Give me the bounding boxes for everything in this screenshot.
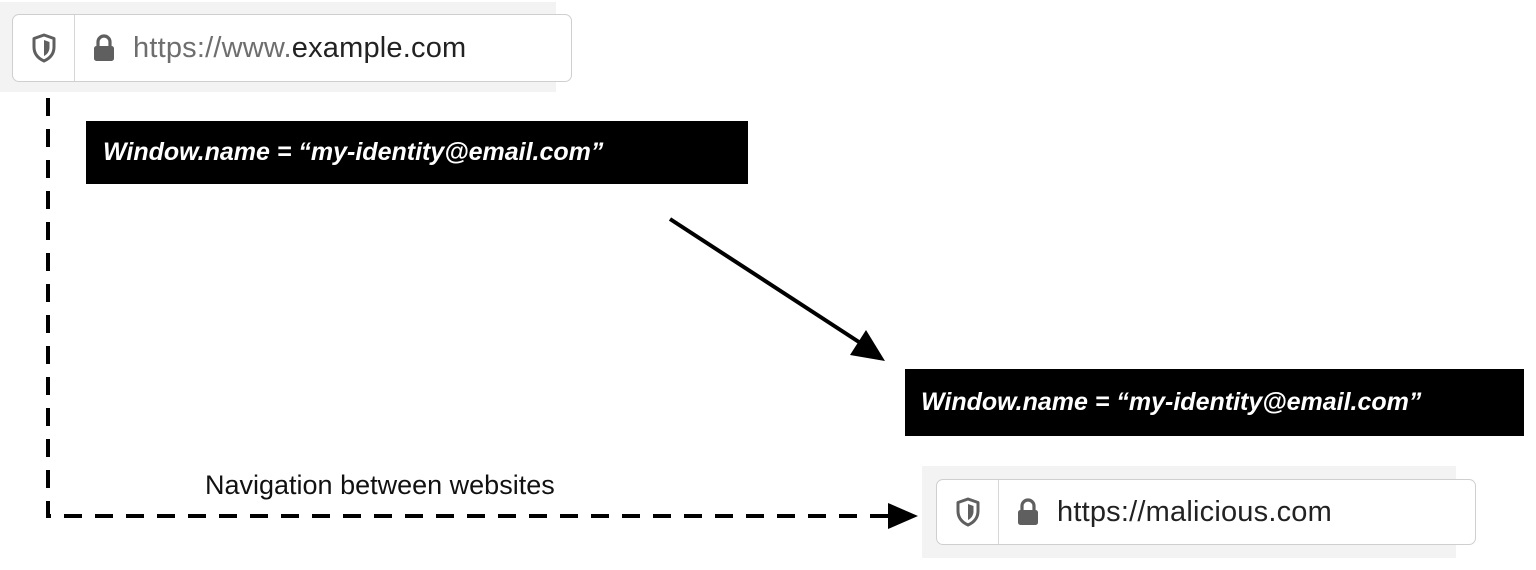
target-window-name-text: Window.name = “my-identity@email.com” — [921, 388, 1422, 416]
shield-icon[interactable] — [13, 15, 75, 81]
target-url[interactable]: https://malicious.com — [1057, 496, 1332, 529]
window-name-transfer-arrowhead — [850, 330, 885, 361]
source-window-name-box: Window.name = “my-identity@email.com” — [86, 121, 748, 184]
source-url-bar[interactable]: https://www.example.com — [12, 14, 572, 82]
navigation-arrowhead — [888, 503, 918, 529]
lock-icon — [75, 15, 133, 81]
source-window-name-text: Window.name = “my-identity@email.com” — [103, 138, 604, 166]
source-url[interactable]: https://www.example.com — [133, 32, 466, 65]
shield-icon[interactable] — [937, 480, 999, 544]
target-window-name-box: Window.name = “my-identity@email.com” — [905, 369, 1524, 436]
source-url-prefix: https://www. — [133, 31, 292, 64]
source-browser-toolbar: https://www.example.com — [0, 2, 572, 92]
window-name-transfer-arrow — [668, 217, 864, 346]
source-url-domain: example.com — [291, 31, 467, 64]
navigation-dashed-line — [46, 98, 892, 518]
target-browser-toolbar: https://malicious.com — [922, 466, 1476, 558]
target-url-bar[interactable]: https://malicious.com — [936, 479, 1476, 545]
navigation-caption: Navigation between websites — [205, 470, 555, 500]
lock-icon — [999, 480, 1057, 544]
target-url-prefix: https:// — [1057, 495, 1146, 528]
target-url-domain: malicious.com — [1145, 495, 1332, 528]
